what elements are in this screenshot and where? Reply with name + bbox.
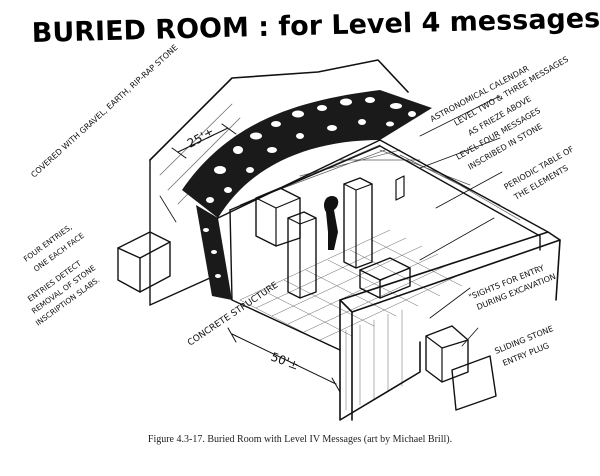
riprap-band (182, 90, 432, 218)
dimension-50: 50'± (269, 350, 301, 373)
room-drawing (117, 59, 561, 421)
back-wall-hatch (239, 144, 521, 221)
mound-base-edge (149, 277, 211, 306)
entry-plug-top (425, 335, 443, 349)
back-doorway (395, 175, 405, 201)
front-wall-right-edge (555, 239, 561, 301)
annotations: COVERED WITH GRAVEL, EARTH, RIP-RAP STON… (22, 43, 576, 373)
label-level23-line1: LEVEL TWO & THREE MESSAGES (453, 55, 571, 128)
front-wall-hatch (345, 309, 403, 411)
entry-plug (425, 325, 469, 383)
left-entry-side (139, 241, 171, 293)
mound-top-edge (149, 59, 409, 161)
slab-edges (255, 197, 301, 247)
left-wall-speckle (203, 228, 221, 278)
left-entry-top (117, 231, 171, 259)
label-concrete-structure: CONCRETE STRUCTURE (186, 280, 280, 348)
periodic-table-plinth (359, 267, 411, 299)
figure-caption: Figure 4.3-17. Buried Room with Level IV… (148, 434, 452, 445)
dimension-25: 25'± (185, 125, 217, 151)
left-entry-face (117, 247, 141, 293)
diagram-title: BURIED ROOM : for Level 4 messages (31, 3, 600, 49)
human-figure (324, 196, 339, 250)
inner-rim (229, 145, 541, 251)
front-wall-left-face (339, 299, 421, 421)
label-covered: COVERED WITH GRAVEL, EARTH, RIP-RAP STON… (29, 43, 179, 180)
plug-step (451, 355, 497, 411)
dim-25-line (171, 123, 237, 159)
inscription-slab (255, 187, 301, 247)
inner-left-corner (229, 209, 233, 301)
leader-lines (159, 95, 503, 347)
entry-plug-edge (441, 339, 469, 383)
dim-50-line (227, 327, 341, 393)
